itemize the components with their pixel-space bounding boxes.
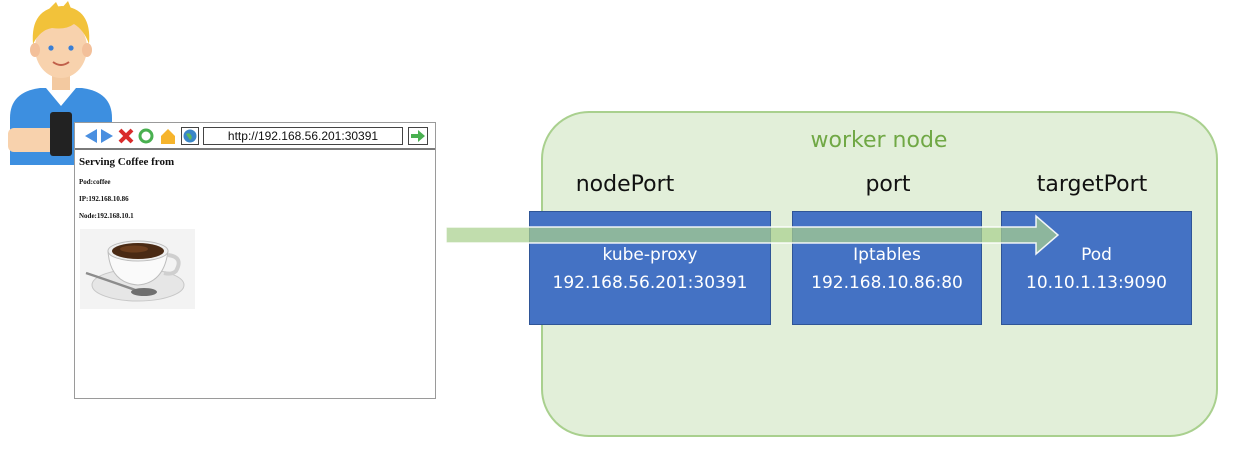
pod-info-text: Pod:coffee <box>79 178 111 186</box>
pod-address: 10.10.1.13:9090 <box>1026 273 1167 293</box>
nodeport-header: nodePort <box>575 172 675 197</box>
go-arrow-icon[interactable] <box>408 127 428 145</box>
stop-x-icon[interactable] <box>117 127 135 145</box>
coffee-cup-image <box>80 229 195 309</box>
user-avatar <box>8 1 112 165</box>
iptables-label: Iptables <box>853 245 921 265</box>
page-heading: Serving Coffee from <box>79 156 175 168</box>
targetport-header: targetPort <box>1036 172 1148 197</box>
iptables-address: 192.168.10.86:80 <box>811 273 963 293</box>
browser-toolbar: http://192.168.56.201:30391 <box>75 123 435 150</box>
refresh-icon[interactable] <box>137 127 155 145</box>
node-info-text: Node:192.168.10.1 <box>79 212 134 220</box>
browser-window: http://192.168.56.201:30391 Serving Coff… <box>74 122 436 399</box>
worker-node-title: worker node <box>810 128 948 153</box>
back-arrow-icon[interactable] <box>83 127 99 145</box>
address-bar[interactable]: http://192.168.56.201:30391 <box>203 127 403 145</box>
kube-proxy-address: 192.168.56.201:30391 <box>552 273 748 293</box>
pod-label: Pod <box>1081 245 1112 265</box>
traffic-flow-arrow <box>446 214 1060 256</box>
home-icon[interactable] <box>159 127 177 145</box>
forward-arrow-icon[interactable] <box>99 127 115 145</box>
port-header: port <box>865 172 911 197</box>
ip-info-text: IP:192.168.10.86 <box>79 195 129 203</box>
globe-icon <box>181 127 199 145</box>
kube-proxy-label: kube-proxy <box>602 245 698 265</box>
